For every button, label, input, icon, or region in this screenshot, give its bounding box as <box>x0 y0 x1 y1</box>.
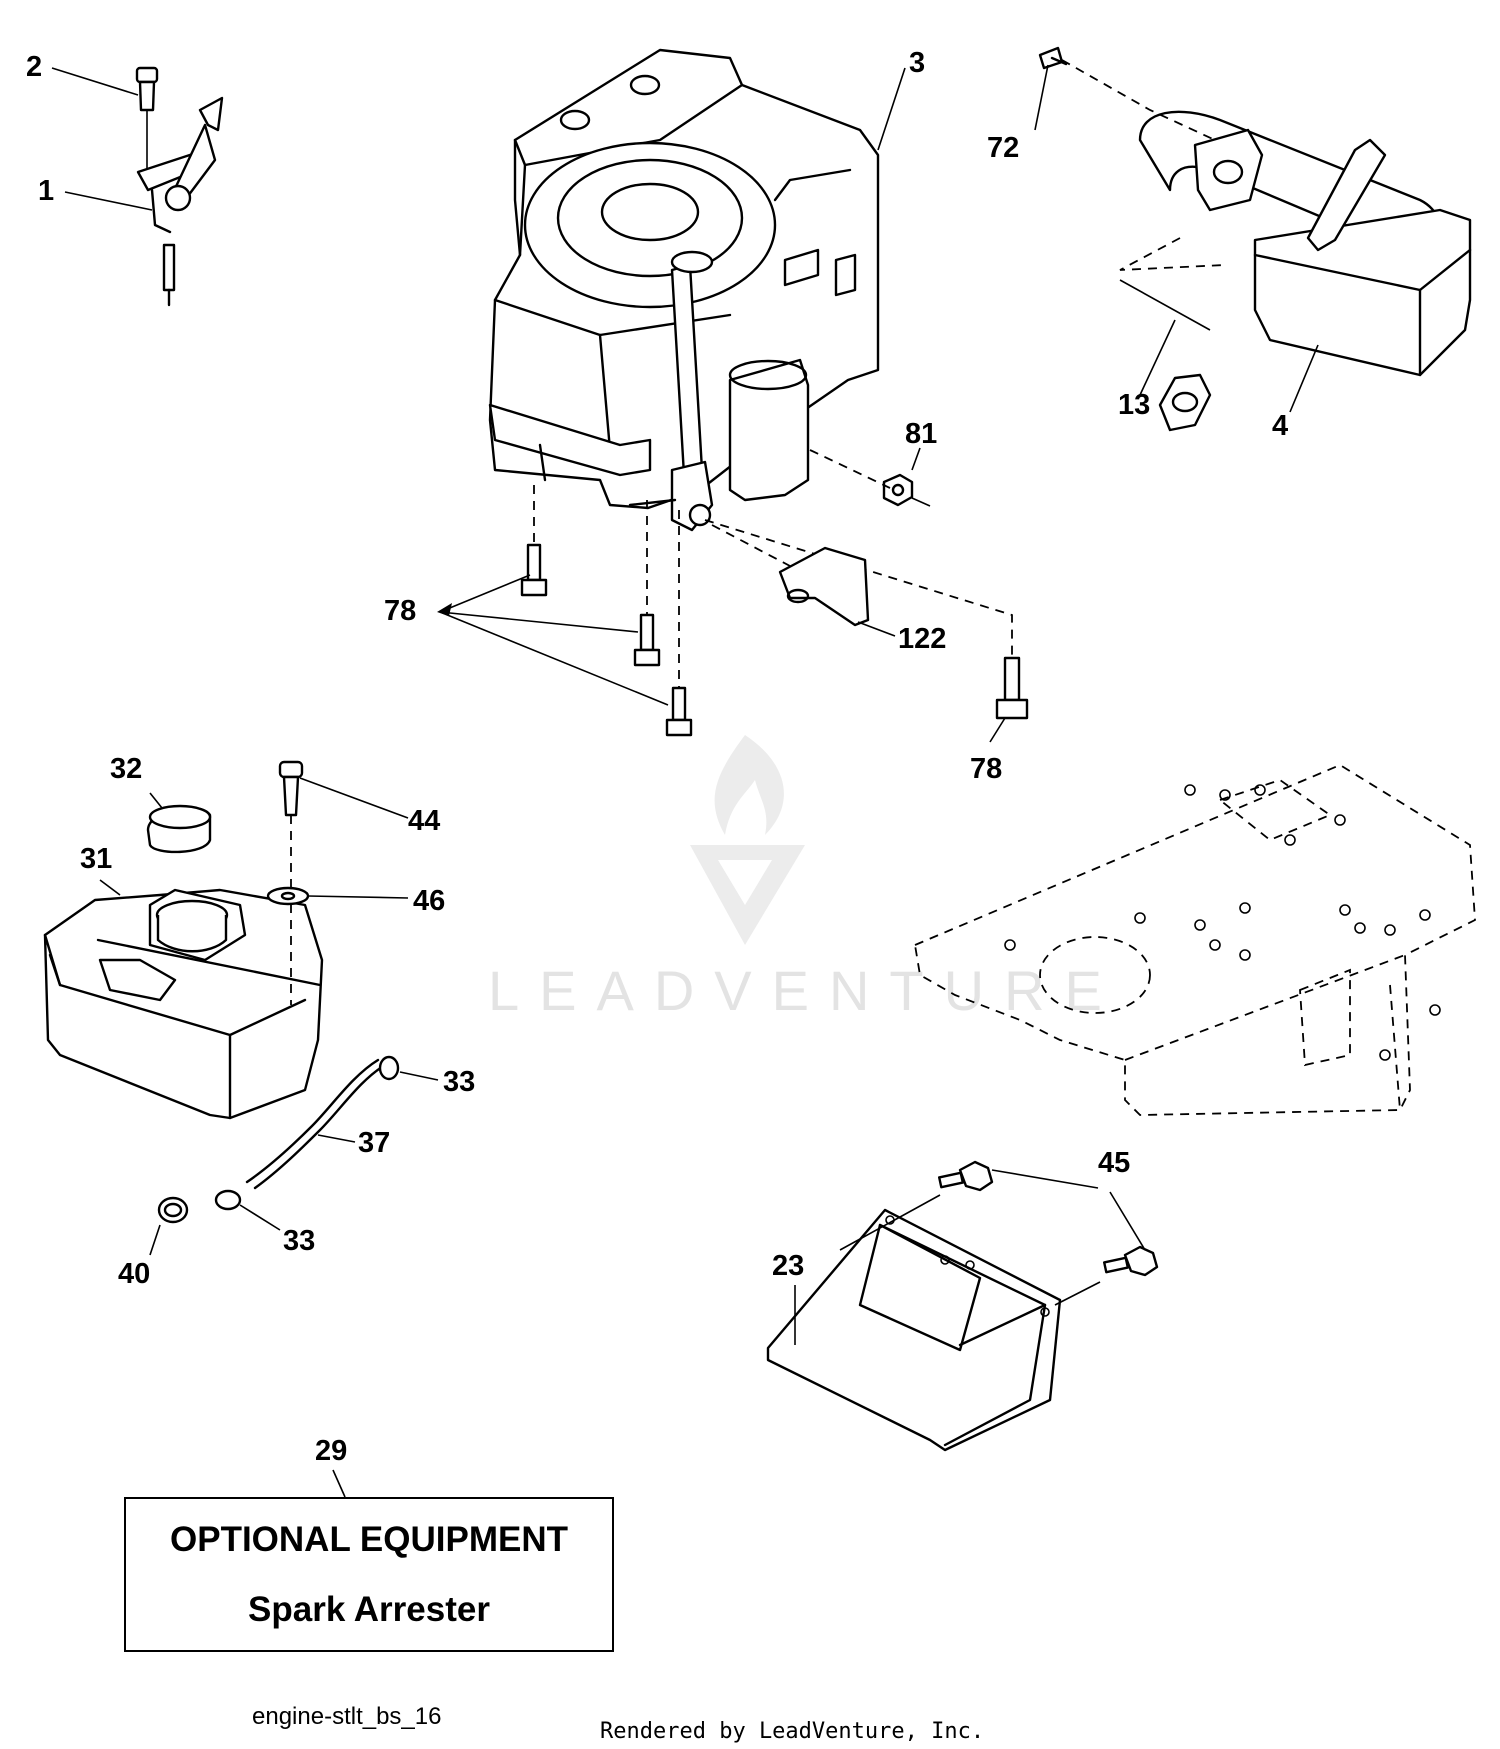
part-fuel-cap <box>146 804 212 854</box>
callout-81: 81 <box>905 418 937 450</box>
callout-78-right: 78 <box>970 753 1002 785</box>
callout-78-left: 78 <box>384 595 416 627</box>
callout-33-bottom: 33 <box>283 1225 315 1257</box>
part-bolts <box>520 543 1029 737</box>
part-nut <box>882 473 914 507</box>
callout-45: 45 <box>1098 1147 1130 1179</box>
callout-23: 23 <box>772 1250 804 1282</box>
callout-122: 122 <box>898 623 946 655</box>
spark-arrester-label: Spark Arrester <box>248 1589 490 1629</box>
callout-40: 40 <box>118 1258 150 1290</box>
part-fuel-tank <box>43 888 324 1120</box>
part-clip <box>778 546 870 627</box>
callout-1: 1 <box>38 175 54 207</box>
leadventure-watermark: LEADVENTURE <box>488 735 1122 1022</box>
callout-3: 3 <box>909 47 925 79</box>
callout-72: 72 <box>987 132 1019 164</box>
callout-4: 4 <box>1272 410 1288 442</box>
rendered-by: Rendered by LeadVenture, Inc. <box>600 1719 984 1744</box>
part-chassis-frame <box>913 763 1476 1116</box>
callout-46: 46 <box>413 885 445 917</box>
part-heat-shield <box>766 1208 1062 1452</box>
callout-31: 31 <box>80 843 112 875</box>
optional-equipment-box: OPTIONAL EQUIPMENT Spark Arrester <box>124 1497 614 1652</box>
part-engine <box>488 48 880 532</box>
optional-equipment-title: OPTIONAL EQUIPMENT <box>170 1519 568 1559</box>
watermark-text: LEADVENTURE <box>488 959 1122 1022</box>
callout-29: 29 <box>315 1435 347 1467</box>
part-throttle-control <box>135 66 224 307</box>
callout-33-top: 33 <box>443 1066 475 1098</box>
callout-32: 32 <box>110 753 142 785</box>
callout-13: 13 <box>1118 389 1150 421</box>
part-bolts-45 <box>938 1160 1159 1277</box>
callout-44: 44 <box>408 805 440 837</box>
part-muffler <box>1038 46 1472 432</box>
callout-2: 2 <box>26 51 42 83</box>
part-screw-washer <box>266 760 310 906</box>
callout-37: 37 <box>358 1127 390 1159</box>
diagram-id: engine-stlt_bs_16 <box>252 1703 441 1730</box>
part-fuel-line <box>157 1055 400 1224</box>
